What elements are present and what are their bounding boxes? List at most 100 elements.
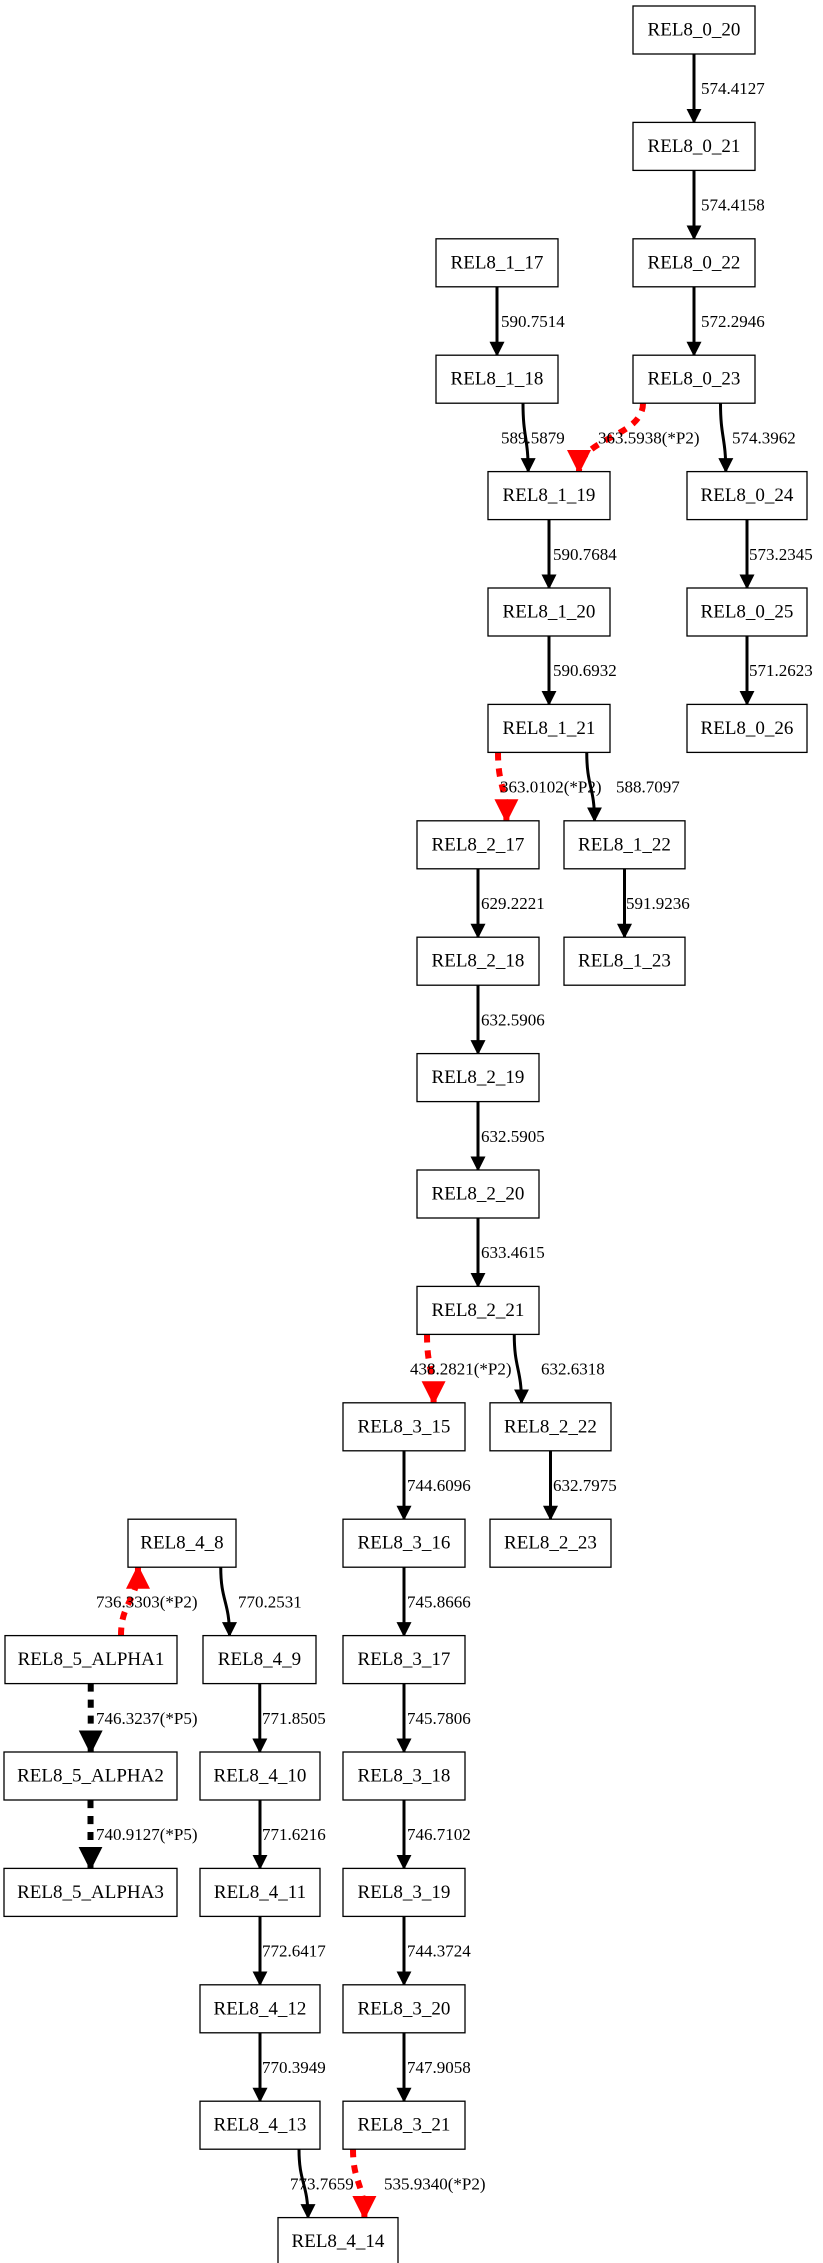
edge-normal: [585, 752, 602, 823]
graph-node: REL8_4_9: [202, 1634, 317, 1685]
node-label: REL8_3_19: [358, 1882, 451, 1903]
graph-node: REL8_0_25: [686, 587, 808, 637]
node-label: REL8_0_22: [648, 252, 741, 273]
node-label: REL8_3_17: [358, 1649, 451, 1670]
node-label: REL8_2_19: [432, 1067, 525, 1088]
node-label: REL8_4_11: [214, 1882, 306, 1903]
node-label: REL8_1_21: [503, 718, 596, 739]
node-box: [686, 470, 808, 521]
graph-node: REL8_2_20: [416, 1169, 540, 1219]
graph-node: REL8_3_16: [342, 1518, 466, 1568]
node-label: REL8_1_23: [578, 951, 671, 972]
node-label: REL8_0_20: [648, 20, 741, 41]
node-label: REL8_5_ALPHA3: [17, 1882, 164, 1903]
edge-label: 740.9127(*P5): [96, 1825, 198, 1844]
node-label: REL8_2_23: [504, 1533, 597, 1554]
edge-label: 745.7806: [407, 1709, 471, 1728]
node-label: REL8_3_20: [358, 1998, 451, 2019]
node-box: [342, 1751, 466, 1801]
node-box: [342, 2100, 466, 2150]
node-label: REL8_5_ALPHA2: [17, 1766, 164, 1787]
edge-label: 633.4615: [481, 1243, 545, 1262]
node-box: [3, 1867, 178, 1918]
graph-node: REL8_1_23: [563, 936, 686, 986]
node-box: [342, 1518, 466, 1568]
graph-node: REL8_1_20: [487, 587, 611, 637]
edge-label: 574.4158: [701, 196, 765, 215]
edge-labels-layer: 574.4127574.4158572.2946363.5938(*P2)574…: [96, 79, 813, 2193]
edge-label: 770.3949: [262, 2058, 326, 2077]
graph-node: REL8_4_11: [199, 1867, 321, 1918]
node-label: REL8_4_14: [292, 2231, 385, 2252]
edge-label: 363.0102(*P2): [500, 778, 602, 797]
node-label: REL8_5_ALPHA1: [18, 1649, 165, 1670]
node-box: [277, 2216, 399, 2263]
node-label: REL8_4_9: [218, 1649, 301, 1670]
node-box: [416, 1052, 540, 1103]
node-box: [199, 1751, 321, 1801]
node-label: REL8_3_18: [358, 1766, 451, 1787]
node-label: REL8_0_23: [648, 369, 741, 390]
node-label: REL8_2_17: [432, 834, 525, 855]
node-box: [127, 1518, 237, 1568]
graph-node: REL8_2_22: [489, 1402, 612, 1452]
graph-node: REL8_3_19: [342, 1867, 466, 1918]
edge-label: 438.2821(*P2): [410, 1360, 512, 1379]
edge-label: 747.9058: [407, 2058, 471, 2077]
graph-node: REL8_4_8: [127, 1518, 237, 1568]
node-label: REL8_4_10: [214, 1766, 307, 1787]
edge-label: 746.7102: [407, 1825, 471, 1844]
edge-label: 744.6096: [407, 1476, 471, 1495]
node-box: [686, 703, 808, 754]
graph-node: REL8_0_22: [632, 238, 756, 288]
edge-normal: [219, 1567, 237, 1638]
graph-node: REL8_2_17: [416, 820, 540, 870]
node-box: [489, 1518, 612, 1568]
graph-node: REL8_5_ALPHA3: [3, 1867, 178, 1918]
edge-label: 771.8505: [262, 1709, 326, 1728]
node-label: REL8_3_16: [358, 1533, 451, 1554]
node-label: REL8_0_21: [648, 136, 741, 157]
edge-label: 773.7659: [290, 2174, 354, 2193]
graph-node: REL8_0_23: [632, 354, 756, 404]
edge-label: 571.2623: [749, 661, 813, 680]
graph-node: REL8_2_19: [416, 1052, 540, 1103]
edge-label: 736.3303(*P2): [96, 1592, 198, 1611]
node-label: REL8_2_18: [432, 951, 525, 972]
node-box: [487, 470, 611, 521]
node-box: [632, 238, 756, 288]
graph-node: REL8_1_17: [435, 238, 559, 288]
node-box: [342, 1634, 466, 1685]
graph-node: REL8_3_15: [342, 1402, 466, 1452]
node-box: [632, 354, 756, 404]
node-box: [563, 820, 686, 870]
node-label: REL8_4_12: [214, 1998, 307, 2019]
edge-label: 588.7097: [616, 778, 680, 797]
node-box: [342, 1402, 466, 1452]
graph-node: REL8_1_21: [487, 703, 611, 754]
edge-label: 629.2221: [481, 894, 545, 913]
graph-node: REL8_5_ALPHA1: [4, 1634, 178, 1685]
node-box: [416, 1169, 540, 1219]
graph-node: REL8_3_21: [342, 2100, 466, 2150]
edge-normal: [718, 403, 734, 474]
edge-normal: [512, 1334, 529, 1405]
edge-label: 771.6216: [262, 1825, 326, 1844]
graph-node: REL8_0_26: [686, 703, 808, 754]
node-box: [4, 1634, 178, 1685]
graph-node: REL8_2_23: [489, 1518, 612, 1568]
node-label: REL8_2_20: [432, 1184, 525, 1205]
node-label: REL8_1_18: [451, 369, 544, 390]
graph-node: REL8_4_10: [199, 1751, 321, 1801]
node-box: [632, 121, 756, 172]
graph-node: REL8_1_19: [487, 470, 611, 521]
node-label: REL8_2_22: [504, 1416, 597, 1437]
graph-node: REL8_3_18: [342, 1751, 466, 1801]
node-box: [202, 1634, 317, 1685]
edge-label: 632.5906: [481, 1010, 545, 1029]
node-box: [416, 1285, 540, 1336]
node-box: [489, 1402, 612, 1452]
node-box: [199, 1984, 321, 2034]
node-label: REL8_3_21: [358, 2115, 451, 2136]
